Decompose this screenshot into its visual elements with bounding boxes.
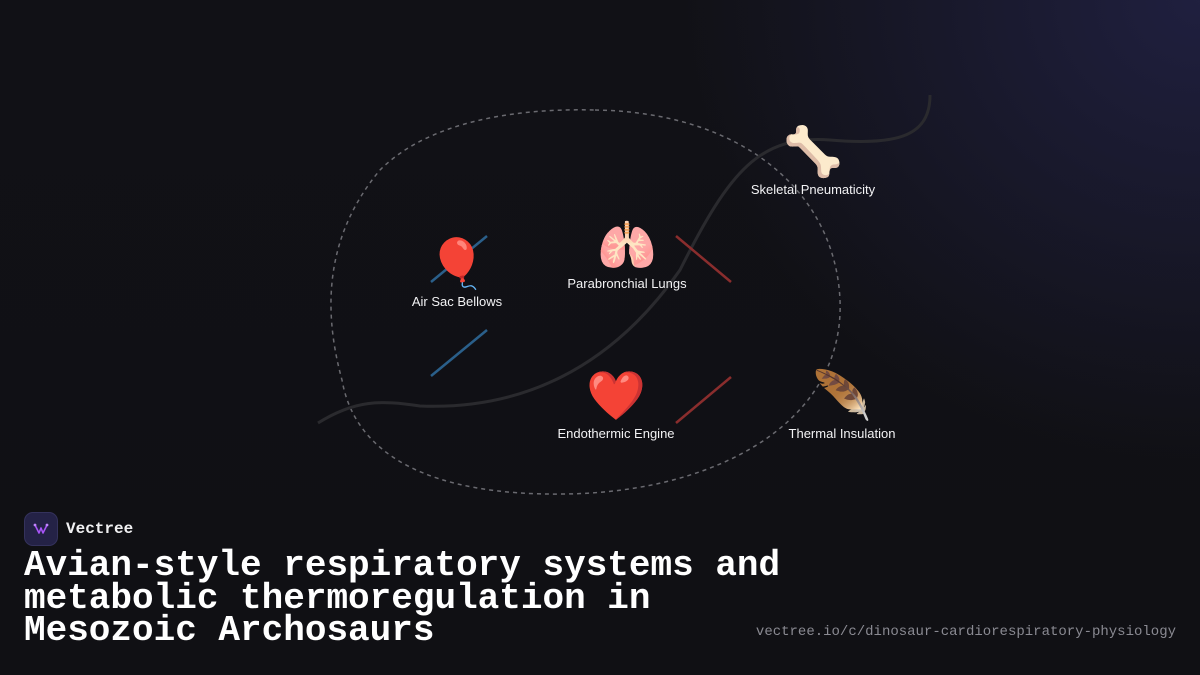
balloon-icon: 🎈: [427, 236, 487, 292]
node-skeletal: 🦴 Skeletal Pneumaticity: [751, 126, 875, 197]
connector-blue-upper: [430, 235, 488, 283]
heart-icon: ❤️: [586, 368, 646, 424]
node-label: Parabronchial Lungs: [567, 276, 687, 291]
connector-blue-lower: [430, 329, 488, 377]
source-url[interactable]: vectree.io/c/dinosaur-cardiorespiratory-…: [755, 624, 1176, 640]
connector-red-upper: [675, 235, 732, 283]
node-heart: ❤️ Endothermic Engine: [557, 370, 674, 441]
bone-icon: 🦴: [783, 124, 843, 180]
node-label: Thermal Insulation: [788, 426, 896, 441]
node-lungs: 🫁 Parabronchial Lungs: [567, 220, 686, 291]
connector-red-lower: [675, 376, 732, 424]
node-label: Skeletal Pneumaticity: [750, 182, 876, 197]
node-label: Endothermic Engine: [557, 426, 675, 441]
feather-icon: 🪶: [812, 368, 872, 424]
brand[interactable]: Vectree: [24, 512, 133, 546]
lungs-icon: 🫁: [597, 218, 657, 274]
brand-name: Vectree: [66, 520, 134, 538]
page-title: Avian-style respiratory systems and meta…: [24, 545, 781, 651]
vectree-logo-icon: [24, 512, 58, 546]
node-feather: 🪶 Thermal Insulation: [789, 370, 896, 441]
node-air-sac: 🎈 Air Sac Bellows: [412, 238, 502, 309]
dashed-outline: [330, 109, 841, 495]
flow-curve: [317, 94, 932, 425]
node-label: Air Sac Bellows: [411, 294, 503, 309]
